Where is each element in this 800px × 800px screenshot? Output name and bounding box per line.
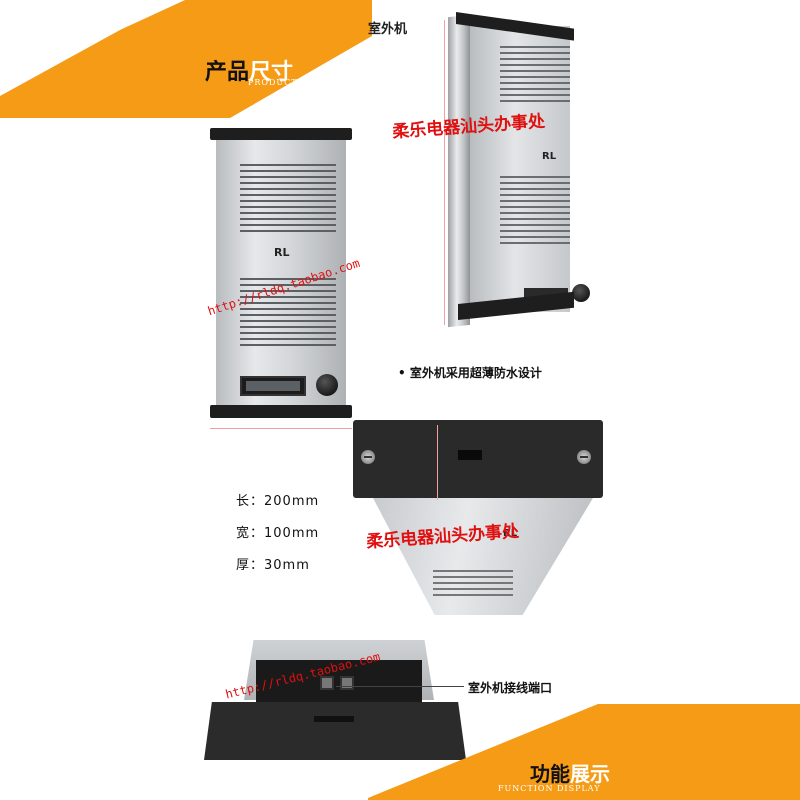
outdoor-unit-label: 室外机	[368, 22, 408, 37]
top-banner-decoration	[0, 0, 372, 118]
back-plate-slot	[314, 716, 354, 722]
product-size-title: 产品尺寸	[205, 60, 294, 85]
device-front-body: RL	[216, 140, 346, 405]
call-button	[572, 284, 590, 302]
dimension-list: 长：200mm 宽：100mm 厚：30mm	[236, 490, 319, 586]
dimension-length: 长：200mm	[236, 494, 320, 509]
feature-description: • 室外机采用超薄防水设计	[398, 366, 542, 380]
connector-cavity	[256, 660, 422, 702]
device-front-view: RL	[210, 128, 352, 418]
call-button	[316, 374, 338, 396]
port-label: 室外机接线端口	[468, 681, 553, 695]
device-bottom-cap	[210, 405, 352, 418]
name-plate	[240, 376, 306, 396]
dimension-width: 宽：100mm	[236, 526, 320, 541]
port-pointer-line	[336, 686, 464, 687]
width-dimension-line	[210, 428, 352, 429]
brand-logo: RL	[503, 528, 518, 539]
device-side-view: RL	[448, 12, 590, 330]
screw-icon	[577, 450, 591, 464]
function-display-subtitle: FUNCTION DISPLAY	[498, 784, 601, 793]
speaker-grille	[500, 46, 570, 106]
brand-logo: RL	[274, 246, 290, 259]
brand-logo: RL	[542, 151, 557, 162]
device-side-face: RL	[470, 26, 590, 312]
device-top-view: RL	[353, 420, 603, 615]
device-top-cap	[210, 128, 352, 140]
speaker-grille	[240, 164, 336, 236]
screw-icon	[361, 450, 375, 464]
product-size-subtitle: PRODUCT SIZE	[248, 78, 326, 87]
terminal-icon	[320, 676, 334, 690]
mic-grille	[500, 176, 570, 246]
device-connector-view	[204, 640, 466, 760]
terminal-icon	[340, 676, 354, 690]
speaker-grille	[433, 570, 513, 600]
device-back-plate	[204, 702, 466, 760]
function-display-title: 功能展示	[530, 762, 610, 786]
mic-grille	[240, 278, 336, 348]
lid-slot	[458, 450, 482, 460]
height-dimension-line	[444, 20, 445, 325]
device-side-edge	[448, 14, 470, 328]
thickness-dimension-line	[437, 425, 438, 500]
dimension-thickness: 厚：30mm	[236, 558, 310, 573]
